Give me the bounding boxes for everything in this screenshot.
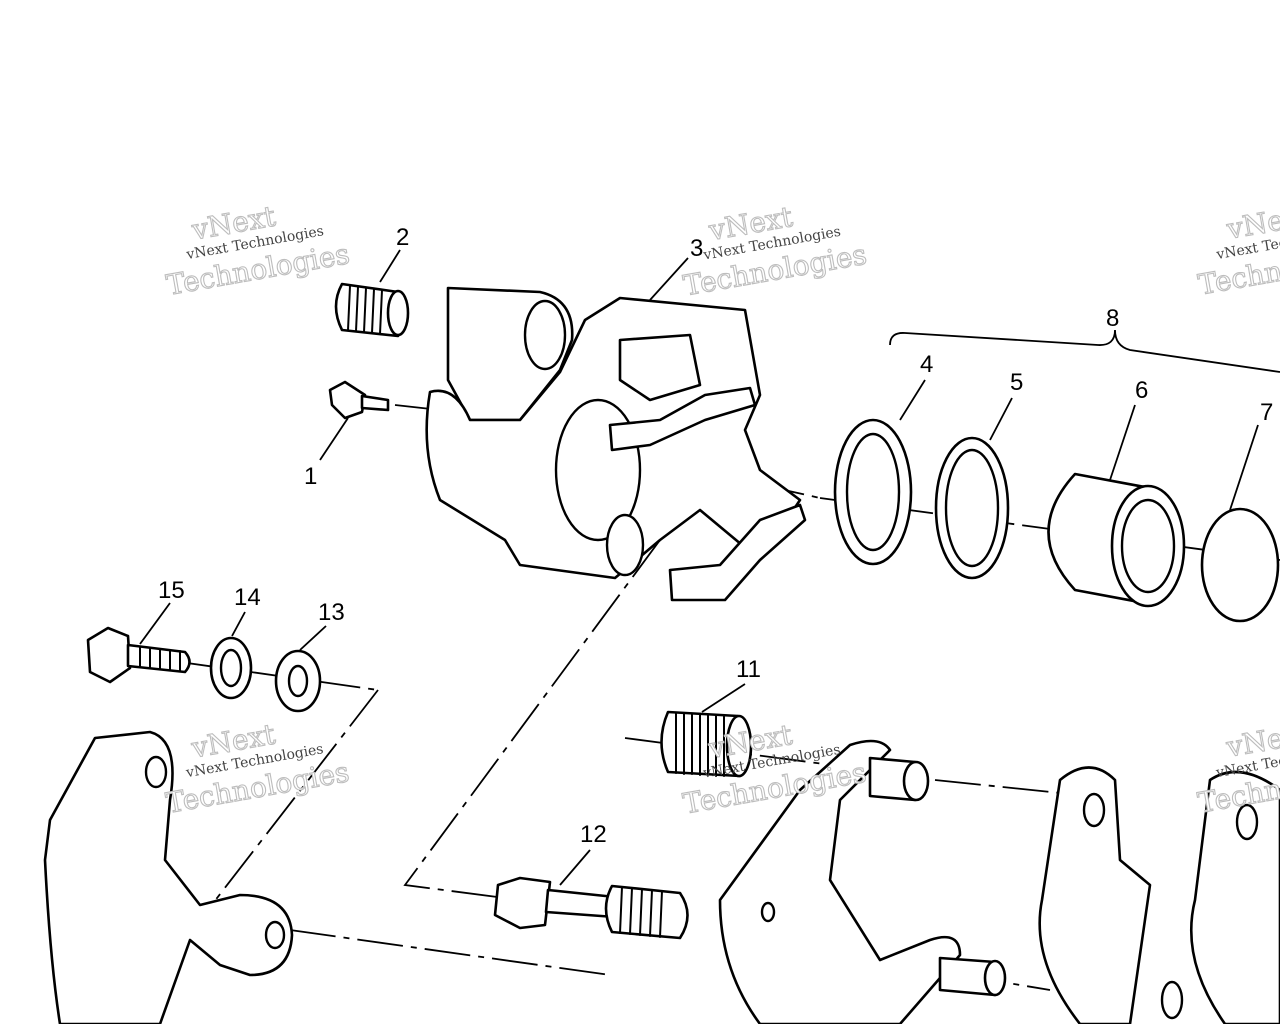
part-11-bushing [660,683,753,778]
brake-pads [1038,766,1280,1024]
piston-kit [833,329,1280,623]
part-12-slide-pin [493,849,689,940]
part-1-bleeder-screw [319,380,390,461]
callout-5: 5 [1010,369,1023,396]
callout-2: 2 [396,224,409,251]
callout-12: 12 [580,821,607,848]
callout-labels: 1 2 3 8 4 5 6 7 15 14 13 11 12 [158,224,1273,848]
callout-3: 3 [690,235,703,262]
watermark-top-right: vNext Technologies vNext Technologies [1195,198,1280,302]
callout-8: 8 [1106,305,1119,332]
callout-4: 4 [920,351,933,378]
watermark-bottom-right: vNext Technologies vNext Technologies [1195,716,1280,820]
watermark-bottom-left: vNext Technologies vNext Technologies [163,717,352,821]
left-bracket [43,730,294,1024]
part-3-caliper-body [425,257,807,602]
right-mount-bracket [718,739,1007,1024]
callout-13: 13 [318,599,345,626]
part-2-plug [334,249,410,338]
callout-7: 7 [1260,399,1273,426]
callout-6: 6 [1135,377,1148,404]
watermark-top-left: vNext Technologies vNext Technologies [163,199,352,303]
mount-bolt-set [86,602,327,713]
callout-14: 14 [234,584,261,611]
callout-1: 1 [304,463,317,490]
callout-11: 11 [736,656,761,683]
callout-15: 15 [158,577,185,604]
